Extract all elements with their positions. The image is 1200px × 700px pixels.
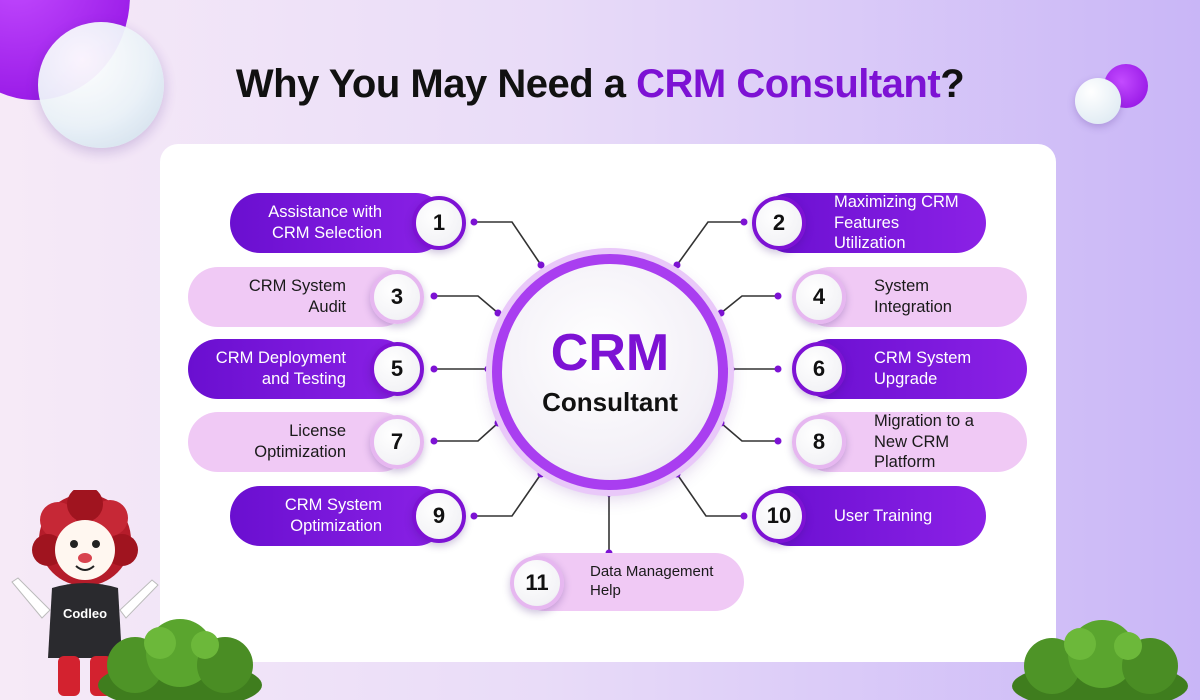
item-number-3: 3 <box>370 270 424 324</box>
item-number-5: 5 <box>370 342 424 396</box>
item-label-9: CRM System Optimization <box>284 496 382 535</box>
item-number-4: 4 <box>792 270 846 324</box>
item-number-11: 11 <box>510 556 564 610</box>
item-label-11: Data Management Help <box>590 563 714 599</box>
title-prefix: Why You May Need a <box>235 62 637 106</box>
item-label-7: License Optimization <box>254 422 346 461</box>
item-number-9: 9 <box>412 489 466 543</box>
item-pill-7: License Optimization <box>188 412 410 472</box>
title-suffix: ? <box>940 62 965 106</box>
mascot-shirt-text: Codleo <box>63 606 107 621</box>
page-title: Why You May Need a CRM Consultant? <box>0 62 1200 107</box>
item-label-5: CRM Deployment and Testing <box>215 349 346 388</box>
item-number-8: 8 <box>792 415 846 469</box>
title-highlight: CRM Consultant <box>636 62 941 106</box>
item-label-10: User Training <box>834 506 933 525</box>
center-subtitle: Consultant <box>542 386 678 417</box>
item-pill-3: CRM System Audit <box>188 267 410 327</box>
bush-decoration <box>1012 620 1188 700</box>
item-pill-5: CRM Deployment and Testing <box>188 339 410 399</box>
item-label-4: System Integration <box>874 277 952 316</box>
item-label-6: CRM System Upgrade <box>874 349 972 388</box>
item-number-10: 10 <box>752 489 806 543</box>
item-label-3: CRM System Audit <box>248 277 346 316</box>
item-number-2: 2 <box>752 196 806 250</box>
item-pill-1: Assistance with CRM Selection <box>230 193 446 253</box>
item-number-6: 6 <box>792 342 846 396</box>
item-pill-8: Migration to a New CRM Platform <box>800 412 1027 472</box>
center-title: CRM <box>550 323 670 382</box>
item-number-1: 1 <box>412 196 466 250</box>
item-number-7: 7 <box>370 415 424 469</box>
item-label-2: Maximizing CRM Features Utilization <box>834 193 959 253</box>
item-pill-9: CRM System Optimization <box>230 486 446 546</box>
mascot-lion-illustration: Codleo <box>11 490 159 696</box>
item-label-1: Assistance with CRM Selection <box>268 203 382 242</box>
center-circle: CRM Consultant <box>492 254 728 490</box>
bush-decoration <box>98 619 262 700</box>
item-label-8: Migration to a New CRM Platform <box>874 412 974 472</box>
decorative-bubble <box>38 22 164 148</box>
decorative-bubble <box>1075 78 1121 124</box>
